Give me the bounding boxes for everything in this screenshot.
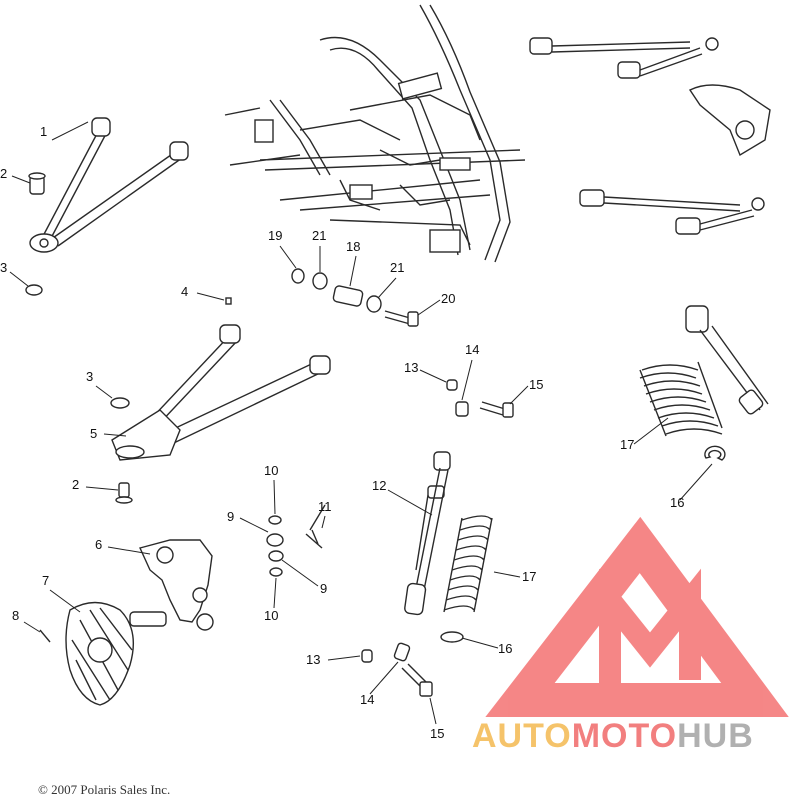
callout-leader-9	[281, 559, 319, 587]
retaining-ring-lower	[110, 397, 130, 409]
shock-absorber-upper	[639, 305, 769, 461]
callout-label-5: 5	[90, 426, 97, 441]
disc-bolt	[39, 629, 51, 643]
callout-label-13: 13	[404, 360, 418, 375]
copyright-notice: © 2007 Polaris Sales Inc.	[38, 782, 170, 797]
watermark-brand: AUTOMOTOHUB	[472, 717, 754, 755]
callout-label-20: 20	[441, 291, 455, 306]
callout-label-9: 9	[320, 581, 327, 596]
callout-leader-20	[417, 299, 441, 316]
callout-leader-16	[679, 463, 713, 501]
watermark-logo	[485, 516, 789, 717]
grease-fitting	[225, 297, 232, 305]
callout-label-15: 15	[529, 377, 543, 392]
retaining-ring-top	[25, 284, 43, 296]
callout-leader-14	[461, 359, 473, 401]
ball-joint-lower	[115, 482, 133, 504]
callout-leader-10	[273, 479, 276, 515]
callout-label-1: 1	[40, 124, 47, 139]
callout-label-21: 21	[312, 228, 326, 243]
callout-leader-5	[103, 433, 127, 437]
callout-label-21: 21	[390, 260, 404, 275]
callout-label-11: 11	[318, 499, 332, 514]
callout-label-9: 9	[227, 509, 234, 524]
shock-mount-hardware-upper	[446, 379, 514, 418]
callout-leader-13	[327, 655, 361, 661]
callout-leader-10	[273, 577, 277, 609]
callout-label-3: 3	[0, 260, 7, 275]
callout-label-8: 8	[12, 608, 19, 623]
callout-leader-12	[387, 489, 433, 516]
callout-leader-11	[321, 515, 326, 529]
callout-leader-18	[349, 255, 357, 287]
callout-label-17: 17	[522, 569, 536, 584]
callout-leader-14	[369, 661, 399, 695]
callout-leader-7	[49, 589, 81, 613]
callout-label-2: 2	[72, 477, 79, 492]
callout-leader-21	[377, 277, 397, 299]
pivot-hardware	[291, 268, 419, 327]
callout-label-17: 17	[620, 437, 634, 452]
shock-absorber-center	[404, 451, 493, 643]
callout-label-10: 10	[264, 463, 278, 478]
reference-arm-assembly-top-right	[529, 37, 771, 235]
callout-label-16: 16	[498, 641, 512, 656]
callout-leader-2	[85, 486, 119, 491]
ball-joint-top	[28, 172, 46, 195]
logo-m-stroke	[599, 568, 701, 700]
callout-leader-6	[107, 546, 151, 555]
callout-label-3: 3	[86, 369, 93, 384]
brand-hub: HUB	[677, 717, 754, 755]
callout-leader-8	[23, 621, 41, 633]
callout-leader-3	[95, 385, 113, 399]
brand-moto: MOTO	[572, 717, 677, 755]
brand-auto: AUTO	[472, 717, 572, 755]
callout-label-15: 15	[430, 726, 444, 741]
spindle-hardware	[266, 504, 326, 577]
callout-label-7: 7	[42, 573, 49, 588]
lower-a-arm	[111, 324, 331, 461]
brake-disc-guard	[65, 601, 134, 706]
frame-assembly	[224, 4, 526, 263]
callout-label-18: 18	[346, 239, 360, 254]
callout-leader-1	[51, 121, 89, 141]
callout-label-19: 19	[268, 228, 282, 243]
callout-label-4: 4	[181, 284, 188, 299]
callout-label-16: 16	[670, 495, 684, 510]
callout-leader-17	[633, 417, 669, 445]
callout-leader-2	[11, 175, 31, 184]
callout-leader-9	[239, 517, 269, 533]
callout-leader-15	[429, 697, 437, 725]
callout-leader-13	[419, 369, 447, 383]
callout-leader-4	[196, 292, 225, 301]
callout-leader-17	[493, 571, 521, 578]
callout-label-2: 2	[0, 166, 7, 181]
spindle	[129, 539, 214, 631]
callout-label-14: 14	[360, 692, 374, 707]
callout-leader-16	[461, 637, 499, 649]
upper-a-arm	[29, 117, 189, 253]
callout-label-6: 6	[95, 537, 102, 552]
shock-mount-hardware-lower	[361, 642, 433, 697]
callout-leader-19	[279, 245, 297, 269]
callout-label-14: 14	[465, 342, 479, 357]
callout-leader-3	[9, 271, 29, 287]
callout-label-13: 13	[306, 652, 320, 667]
callout-label-10: 10	[264, 608, 278, 623]
callout-label-12: 12	[372, 478, 386, 493]
callout-leader-15	[509, 385, 529, 405]
